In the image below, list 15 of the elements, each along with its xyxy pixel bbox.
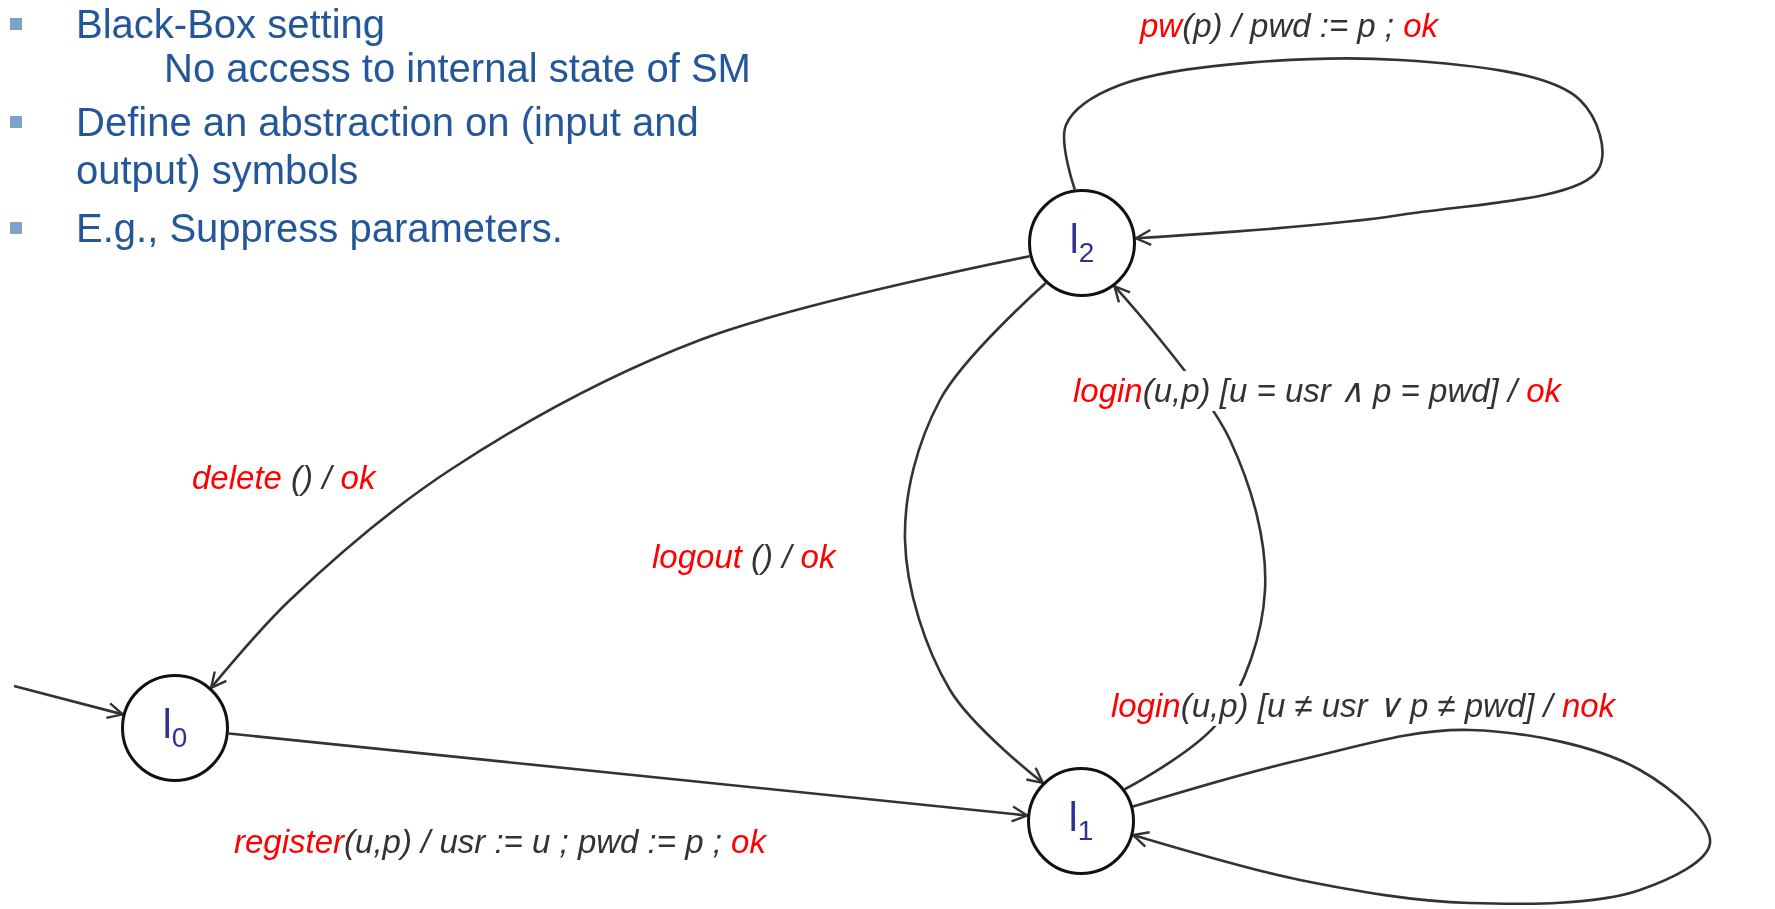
bullet-text: E.g., Suppress parameters. xyxy=(76,205,563,252)
bullet-text: Define an abstraction on (input and output) symbols xyxy=(76,99,700,194)
state-name: l$_{2}$ xyxy=(1069,219,1095,267)
transition-arrow xyxy=(1062,57,1604,247)
transition-arrow xyxy=(228,732,1029,823)
transition-arrow xyxy=(1131,728,1712,906)
transition-arrow xyxy=(13,684,124,720)
edge-label: login(u,p) [u = usr ∧ p = pwd] / ok xyxy=(1071,371,1564,411)
transition-arrow xyxy=(903,282,1047,784)
state-name: l$_{0}$ xyxy=(162,704,188,752)
bullet-text: No access to internal state of SM xyxy=(164,46,751,92)
edge-label: login(u,p) [u ≠ usr ∨ p ≠ pwd] / nok xyxy=(1109,686,1618,726)
bullet-text: Black-Box setting xyxy=(76,1,386,48)
transition-arrow xyxy=(209,255,1030,690)
state-name: l$_{1}$ xyxy=(1068,797,1094,845)
